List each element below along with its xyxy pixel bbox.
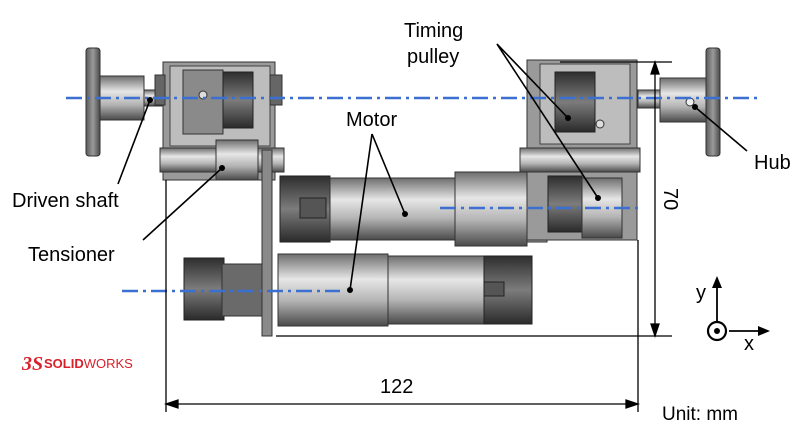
- label-motor: Motor: [346, 109, 397, 131]
- axis-x-label: x: [744, 333, 754, 355]
- dimension-height-label: 70: [659, 188, 681, 210]
- label-timing-pulley-1: Timing: [404, 20, 463, 42]
- unit-note: Unit: mm: [662, 404, 738, 425]
- dimension-lines: [163, 59, 672, 412]
- axis-y-label: y: [696, 282, 706, 304]
- lower-motor: [183, 253, 533, 327]
- right-hub: [637, 47, 721, 157]
- left-hub: [85, 47, 167, 157]
- logo-prefix: SOLID: [44, 356, 84, 371]
- leader-dots: [147, 97, 698, 293]
- label-hub: Hub: [754, 152, 791, 174]
- svg-text:SOLIDWORKS: SOLIDWORKS: [44, 356, 133, 371]
- label-tensioner: Tensioner: [28, 244, 115, 266]
- logo-suffix: WORKS: [84, 356, 133, 371]
- label-driven-shaft: Driven shaft: [12, 190, 119, 212]
- solidworks-logo: 3S SOLIDWORKS: [21, 353, 133, 375]
- leader-lines: [117, 43, 748, 291]
- centerlines: [66, 96, 762, 293]
- coordinate-axes: [706, 276, 770, 342]
- label-timing-pulley-2: pulley: [407, 46, 459, 68]
- mounting-plate: [261, 149, 273, 337]
- dimension-width-label: 122: [380, 376, 413, 398]
- svg-text:3S: 3S: [21, 353, 43, 375]
